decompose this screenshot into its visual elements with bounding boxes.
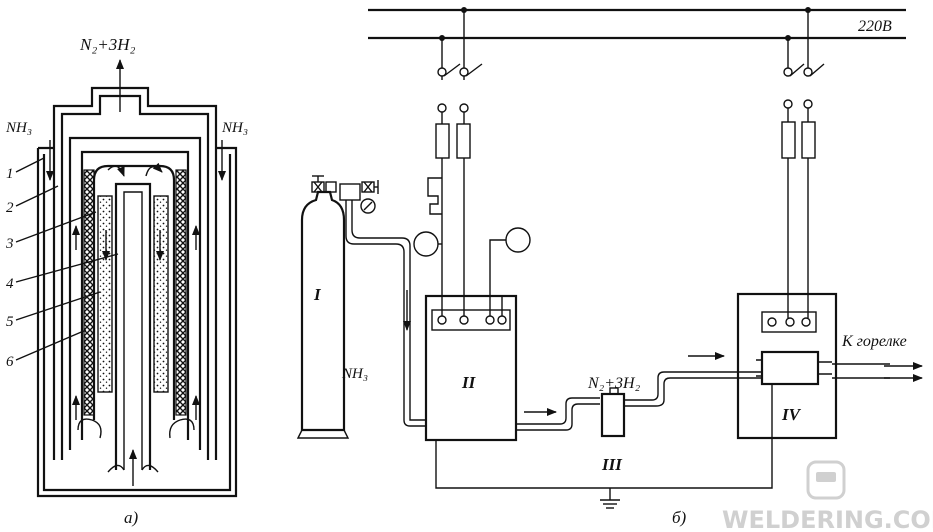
catalyst-left (97, 195, 113, 393)
valve-icon (311, 175, 379, 214)
switch-right (781, 7, 825, 318)
burner-block (760, 350, 820, 386)
unit-iii-label: III (601, 455, 623, 474)
nh3-pipe (345, 200, 426, 427)
outer-casing (36, 146, 238, 498)
unit-ii-label: II (461, 373, 477, 392)
pipe-iii-iv (624, 371, 762, 401)
burner-pipes (832, 363, 890, 379)
reactor-dome (52, 86, 218, 460)
caption-a: а) (124, 508, 139, 527)
svg-text:2: 2 (6, 200, 14, 216)
svg-text:1: 1 (6, 166, 14, 182)
retort (92, 164, 176, 420)
inner-shell (68, 136, 202, 450)
nh3-in-left-label: NH₃ (5, 120, 32, 136)
cylinder-gas-label: NH₃ (341, 366, 368, 382)
flow-loop-left (77, 418, 102, 439)
watermark: WELDERING.COM (722, 460, 933, 532)
svg-text:3: 3 (5, 236, 14, 252)
heater-band-left (83, 169, 95, 416)
caption-b: б) (672, 508, 687, 527)
unit-iv-box (736, 292, 838, 440)
voltage-label: 220В (858, 18, 892, 35)
unit-iii-box (600, 392, 626, 438)
central-tube (114, 182, 152, 470)
heater-band-right (175, 169, 187, 416)
unit-ii-box (424, 294, 518, 442)
switch-left (435, 7, 483, 296)
pipe-ii-iii (516, 397, 600, 425)
gas-mix-label: N₂+3H₂ (587, 375, 641, 392)
ammonia-cylinder: I NH₃ (296, 190, 368, 439)
svg-text:6: 6 (6, 354, 14, 370)
svg-text:5: 5 (6, 314, 14, 330)
relay-coil (427, 177, 442, 215)
part-numbers: 1 2 3 4 5 6 (5, 157, 119, 370)
ground-icon (600, 488, 620, 509)
unit-iv-terminals (761, 311, 817, 333)
reactor-diagram: N₂+3H₂ NH₃ NH₃ 1 2 3 4 5 6 а) (5, 35, 248, 527)
watermark-text: WELDERING.COM (722, 506, 933, 532)
flow-loop-right (169, 418, 195, 439)
welder-mask-icon (806, 460, 846, 500)
to-burner-label: К горелке (841, 333, 907, 350)
gauge-icon (413, 227, 531, 296)
cylinder-label: I (313, 285, 322, 304)
unit-iv-label: IV (781, 405, 802, 424)
nh3-in-right-label: NH₃ (221, 120, 248, 136)
supply-scheme: 220В (296, 7, 923, 527)
gas-out-label: N₂+3H₂ (79, 35, 135, 54)
unit-ii-terminals (431, 309, 511, 331)
svg-text:4: 4 (6, 276, 14, 292)
heater-frame (80, 150, 190, 440)
outer-casing-inner-wall (42, 154, 232, 492)
ground-wire (435, 384, 773, 489)
catalyst-right (153, 195, 169, 393)
